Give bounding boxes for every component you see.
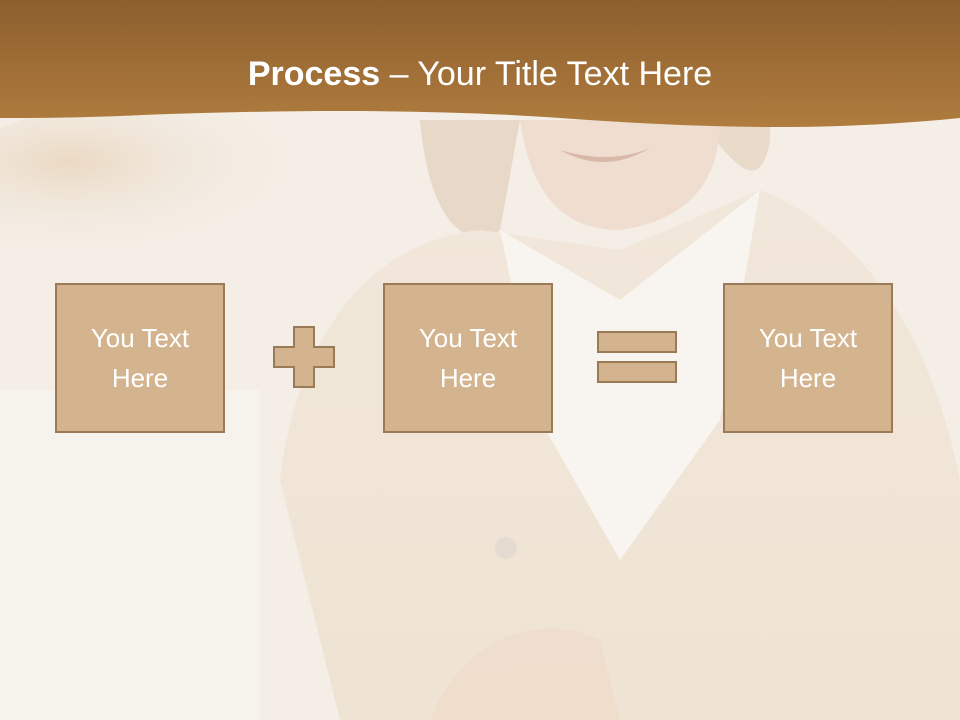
slide-title: Process – Your Title Text Here: [0, 52, 960, 96]
text-box-2-line2: Here: [439, 363, 497, 393]
text-box-1-label: You Text Here: [80, 318, 200, 398]
text-box-2[interactable]: You Text Here: [383, 283, 553, 433]
text-box-3-line1: You Text: [758, 323, 858, 353]
plus-icon: [273, 326, 335, 388]
text-box-3-line2: Here: [779, 363, 837, 393]
text-box-3-label: You Text Here: [748, 318, 868, 398]
text-box-2-label: You Text Here: [408, 318, 528, 398]
title-bold: Process: [247, 55, 381, 93]
text-box-2-line1: You Text: [418, 323, 518, 353]
title-banner: [0, 0, 960, 128]
title-rest: – Your Title Text Here: [380, 55, 713, 93]
equals-icon: [597, 331, 677, 383]
text-box-1[interactable]: You Text Here: [55, 283, 225, 433]
text-box-1-line2: Here: [111, 363, 169, 393]
text-box-1-line1: You Text: [90, 323, 190, 353]
text-box-3[interactable]: You Text Here: [723, 283, 893, 433]
